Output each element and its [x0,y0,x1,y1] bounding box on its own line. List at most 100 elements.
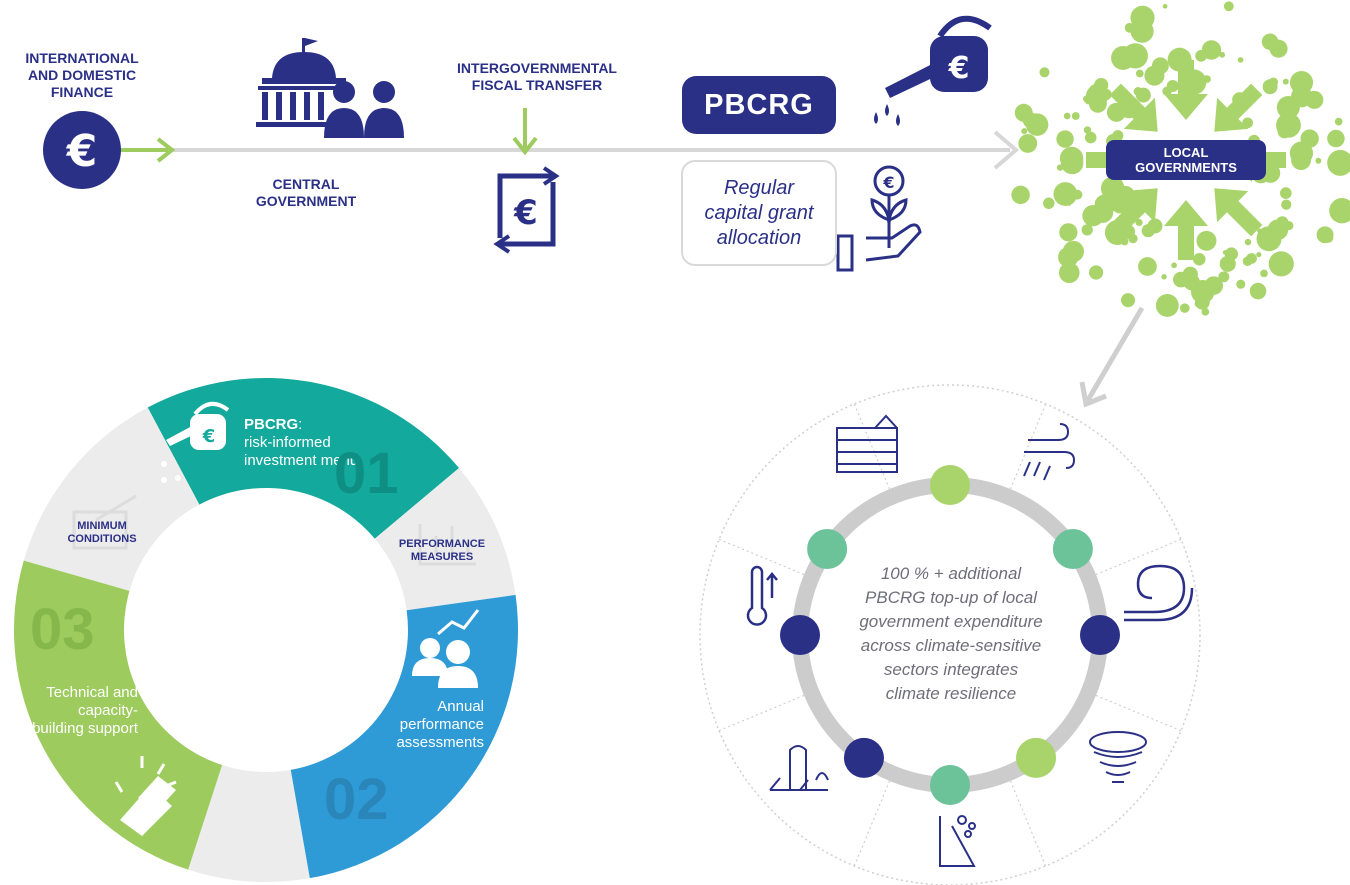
sector-divider [718,694,805,732]
segment-gap [188,765,310,882]
cluster-dot [1327,129,1345,148]
sectors-arrow [1085,306,1145,402]
sector-divider [1095,694,1182,732]
ring-node [1016,737,1057,778]
cluster-dot [1138,257,1157,276]
cluster-dot [1120,293,1136,308]
ring-node [780,615,820,655]
cluster-dot [1100,176,1125,201]
cluster-dot [1058,246,1079,268]
cluster-dot [1171,262,1177,269]
cluster-dot [1334,117,1343,126]
cluster-dot [1282,78,1289,85]
landslide-icon [939,815,976,867]
sectors-outer-circle [699,384,1201,885]
hand-plant-icon [836,165,922,272]
technical-support-label: Technical and capacity-building support [32,684,138,737]
inward-arrow [1109,188,1158,237]
cluster-dot [1268,251,1294,277]
fiscal-transfer-label: INTERGOVERNMENTAL FISCAL TRANSFER [457,60,617,93]
cluster-dot [1094,77,1109,93]
svg-text:€: € [202,426,216,447]
cluster-dot [1280,187,1292,199]
regular-grant-text: Regular capital grant allocation [704,176,814,249]
wave-icon [1124,564,1194,622]
cluster-dot [1249,282,1267,300]
cluster-dot [1071,112,1080,120]
cluster-dot [1059,146,1084,171]
cluster-dot [1246,253,1257,264]
cluster-dot [1204,276,1224,295]
cluster-dot [1088,265,1104,280]
cluster-dot [1018,134,1038,153]
cluster-dot [1144,65,1165,86]
cluster-dot [1081,224,1093,236]
tornado-icon [1089,731,1147,783]
cluster-dot [1063,112,1071,120]
cluster-dot [1261,33,1279,51]
cluster-dot [1236,279,1246,289]
cluster-dot [1224,247,1239,261]
transfer-euro-glyph: € [513,193,538,233]
cluster-dot [1329,198,1350,224]
cluster-dot [1284,221,1294,231]
sector-divider [853,403,891,490]
cluster-dot [1327,149,1350,176]
flood-barrier-icon [836,414,898,473]
cluster-dot [1043,197,1055,209]
flow-arrow-head [993,130,1020,170]
finance-label: INTERNATIONAL AND DOMESTIC FINANCE [25,50,139,100]
cluster-dot [1053,182,1078,206]
step-03-number: 03 [30,597,95,662]
cluster-dot [1237,57,1244,63]
cluster-dot [1068,167,1073,172]
segment-annual-assessments [290,594,518,879]
cluster-dot [1147,218,1163,234]
pencil-icon [72,494,137,550]
local-governments-label: LOCAL GOVERNMENTS [1135,145,1237,175]
pbcrg-step-desc: risk-informed investment menu [244,434,359,469]
cluster-dot [1162,3,1168,9]
cluster-dot [1173,271,1189,288]
government-building-icon [256,38,350,127]
cluster-dot [1218,271,1230,283]
cluster-dot [1011,185,1030,205]
cluster-dot [1300,129,1319,148]
pbcrg-step-colon: : [298,416,303,433]
cluster-dot [1276,112,1301,138]
chart-icon [418,524,476,566]
pbcrg-watering-icon: € [161,402,230,483]
cluster-dot [1262,79,1278,95]
ring-node [930,765,970,805]
assessment-people-icon [412,609,480,688]
cluster-dot [1082,204,1104,227]
cluster-dot [1315,157,1322,164]
cluster-dot [1155,294,1179,317]
cluster-dot [1260,269,1268,278]
cluster-dot [1021,128,1028,135]
inward-arrow [1214,188,1263,237]
cluster-dot [1179,303,1190,313]
cluster-dot [1324,233,1334,243]
sectors-center-text: 100 % + additional PBCRG top-up of local… [859,564,1043,703]
thermometer-icon [746,565,778,626]
step-02-number: 02 [324,767,389,832]
cluster-dot [1219,51,1226,58]
segment-minimum-conditions [23,407,200,591]
inward-arrow [1109,83,1158,132]
sector-divider [853,780,891,867]
cluster-dot [1059,223,1078,242]
inward-arrow [1164,60,1208,120]
sector-divider [1095,538,1182,576]
pbcrg-step-text: PBCRG: risk-informed investment menu [244,416,404,470]
cluster-dot [1276,96,1300,120]
sector-divider [1009,403,1047,490]
cluster-dot [1256,252,1262,258]
cluster-dot [1084,131,1097,144]
cluster-dot [1039,67,1050,78]
watering-can-icon: € [874,15,992,126]
cluster-dot [1083,126,1092,134]
fiscal-transfer-icon [493,166,560,254]
cluster-dot [1130,5,1155,30]
cluster-dot [1223,1,1234,12]
